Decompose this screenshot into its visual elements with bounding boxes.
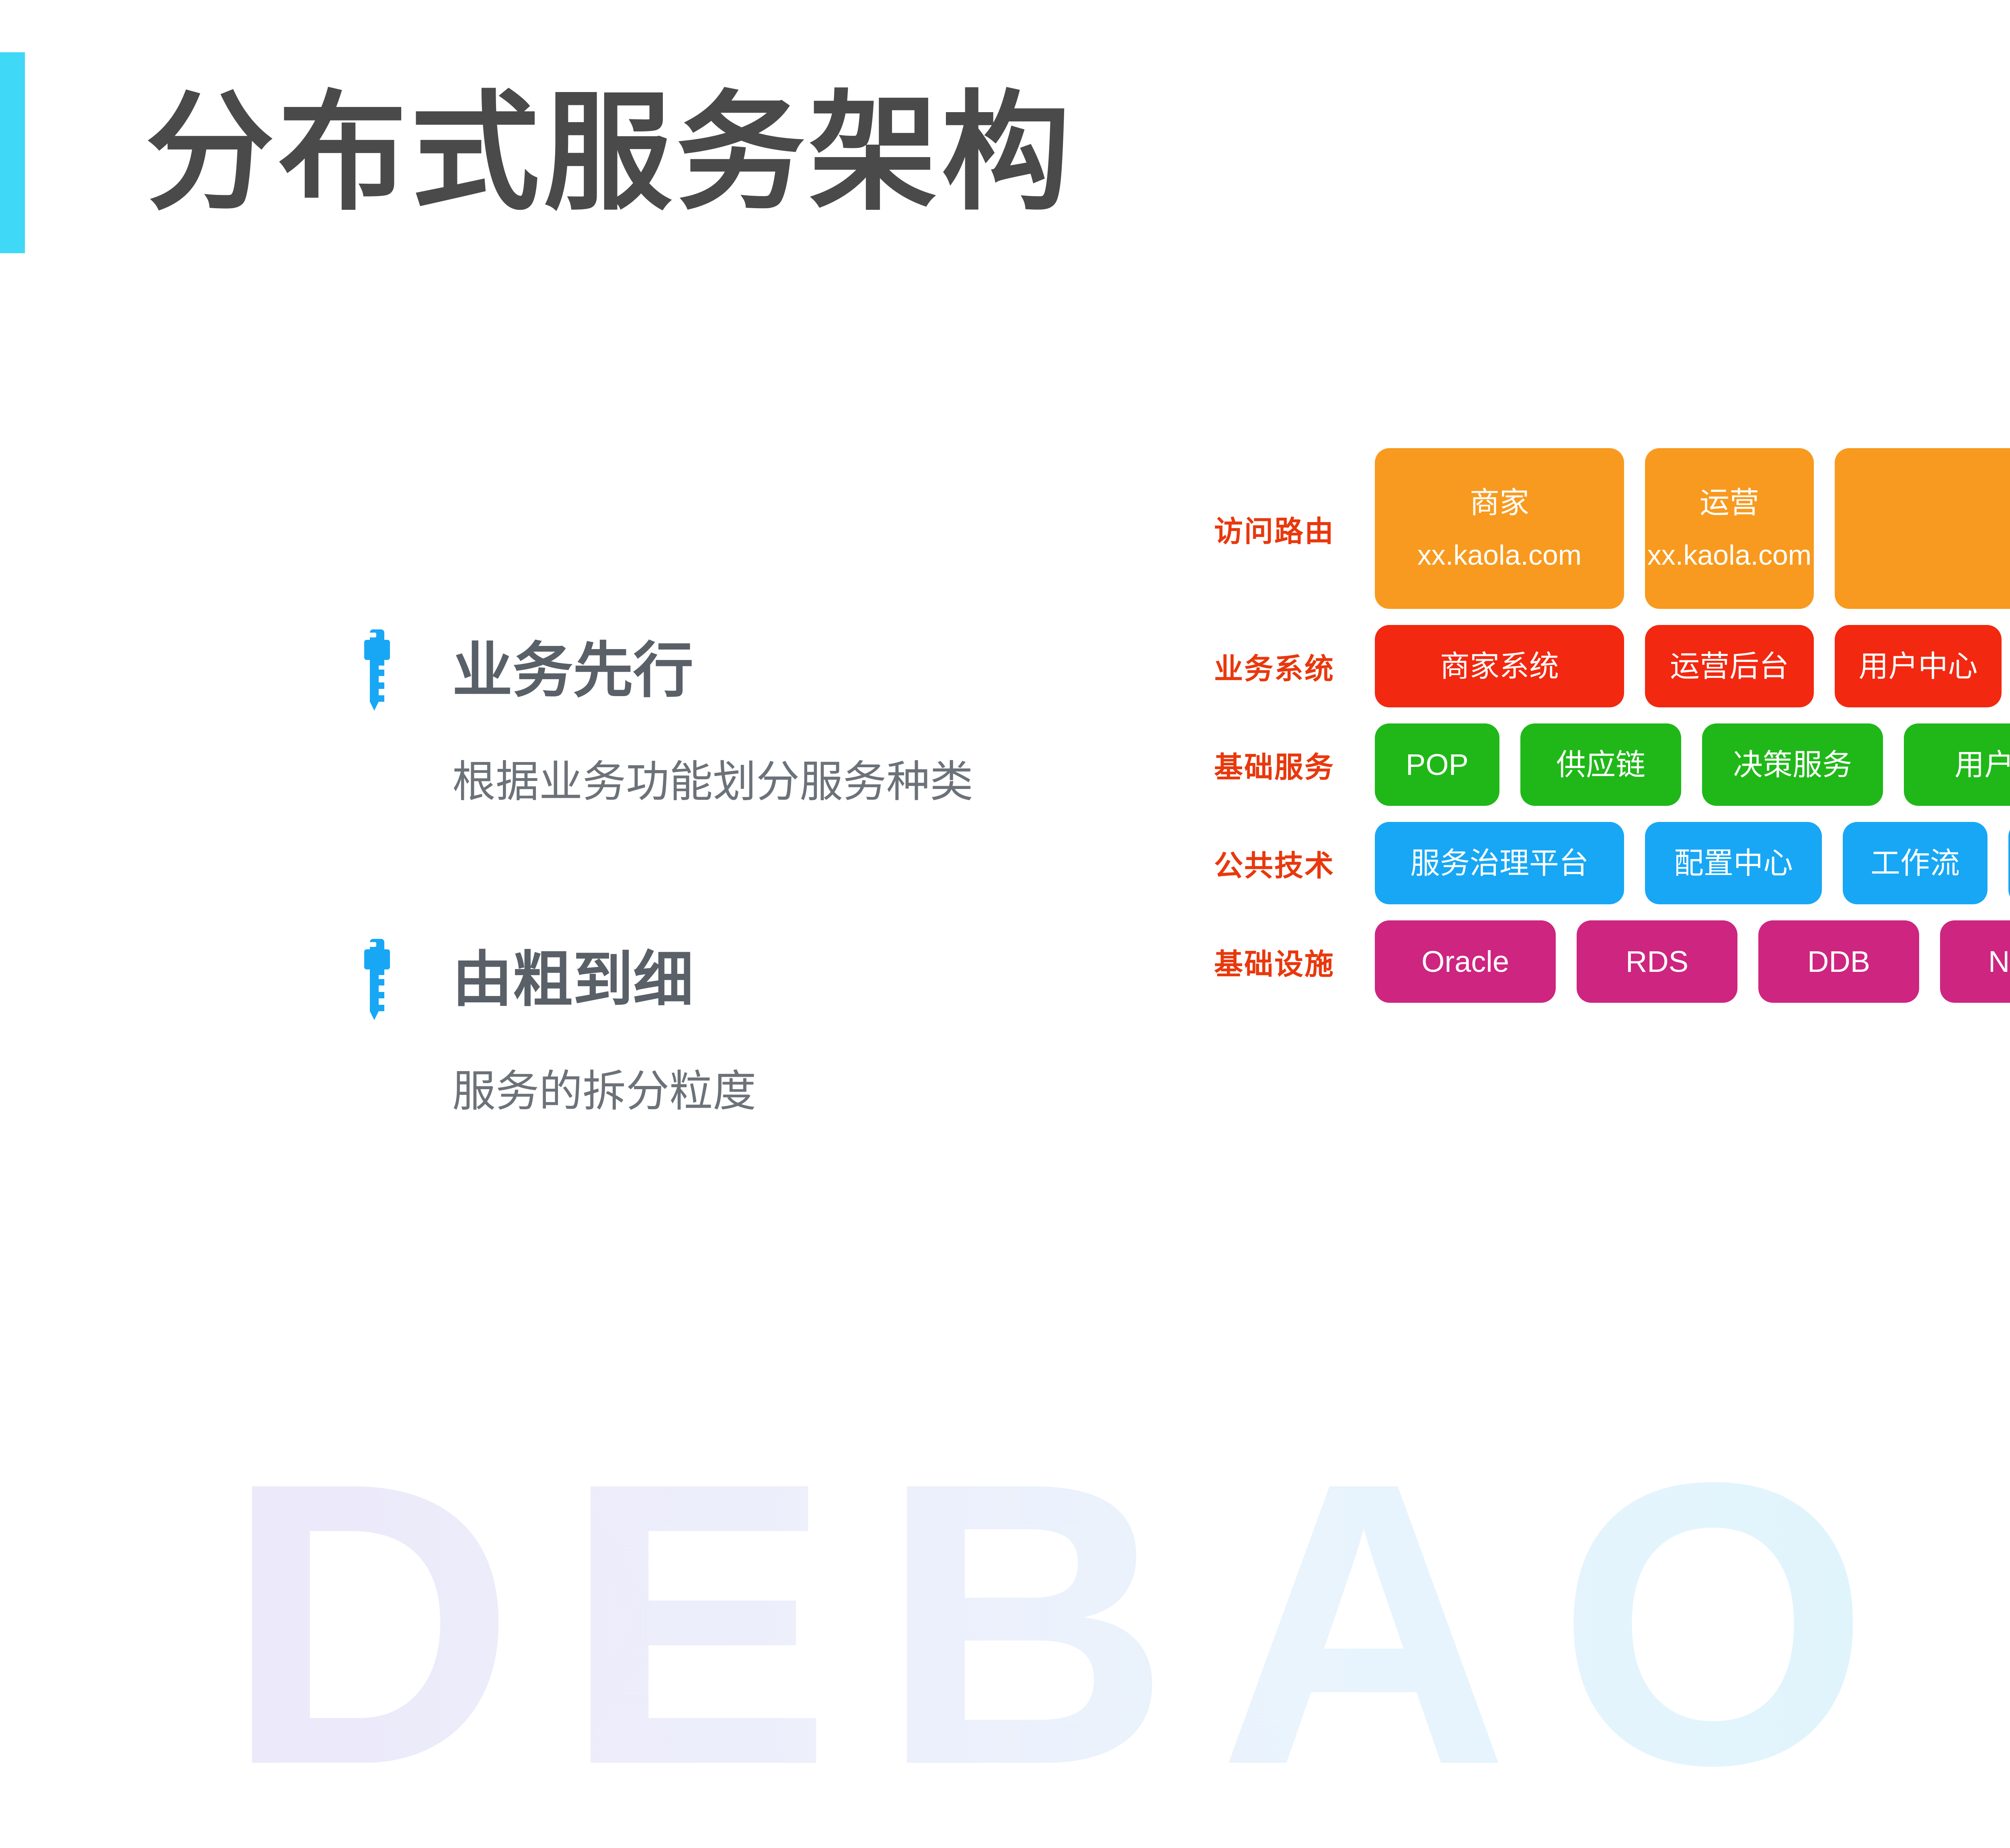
- architecture-box[interactable]: Oracle: [1375, 920, 1556, 1003]
- architecture-box-title: 商家系统: [1440, 649, 1559, 683]
- background-decorative-word: DEBAO: [225, 1399, 1918, 1848]
- architecture-box[interactable]: 用户: [1904, 723, 2010, 806]
- architecture-box[interactable]: 分布式事务: [2008, 822, 2010, 904]
- architecture-row: 业务系统商家系统运营后台用户中心商品中心订单中心……: [1214, 625, 2010, 707]
- architecture-diagram: 访问路由 商家 xx.kaola.com 运营 xx.kaola.com 用户xx.kao…: [1214, 448, 2010, 1019]
- key-point-desc: 根据业务功能划分服务种类: [452, 757, 974, 806]
- architecture-row-label: 基础服务: [1214, 752, 1335, 784]
- architecture-row: 基础服务POP供应链决策服务用户商品交易……: [1214, 723, 2010, 806]
- architecture-box[interactable]: 服务治理平台: [1375, 822, 1624, 904]
- architecture-box[interactable]: 商家系统: [1375, 625, 1624, 707]
- architecture-box-title: RDS: [1625, 944, 1689, 978]
- key-point-desc: 服务的拆分粒度: [452, 1066, 757, 1115]
- architecture-row-boxes: 服务治理平台配置中心工作流分布式事务分布式定时任务……: [1375, 822, 2010, 904]
- architecture-box[interactable]: NQS: [1940, 920, 2010, 1003]
- key-point-header: 业务先行: [354, 627, 1118, 713]
- architecture-box-title: 用户: [1955, 748, 2010, 781]
- architecture-row: 访问路由 商家 xx.kaola.com 运营 xx.kaola.com 用户xx.kao…: [1214, 448, 2010, 609]
- architecture-box[interactable]: 用户xx.kaola.com: [1835, 448, 2010, 609]
- architecture-box-title: POP: [1405, 748, 1469, 781]
- architecture-row-label: 基础设施: [1214, 949, 1335, 981]
- key-point-header: 由粗到细: [354, 936, 1118, 1023]
- key-point-title: 业务先行: [452, 636, 694, 704]
- architecture-box-title: 服务治理平台: [1410, 846, 1589, 880]
- key-icon: [354, 627, 390, 713]
- architecture-row-label: 业务系统: [1214, 653, 1335, 685]
- title-accent-bar: [0, 52, 25, 253]
- architecture-box[interactable]: 配置中心: [1645, 822, 1822, 904]
- architecture-row-label: 访问路由: [1214, 515, 1335, 548]
- architecture-box-subtitle: xx.kaola.com: [1417, 539, 1582, 571]
- architecture-box-title: 商家: [1470, 486, 1529, 520]
- architecture-box-title: 用户中心: [1858, 649, 1978, 683]
- architecture-row-boxes: 商家系统运营后台用户中心商品中心订单中心……: [1375, 625, 2010, 707]
- architecture-row-boxes: OracleRDSDDBNQSNCRZookeeper……: [1375, 920, 2010, 1003]
- architecture-row-label: 公共技术: [1214, 850, 1335, 882]
- architecture-box[interactable]: 运营 xx.kaola.com: [1645, 448, 1814, 609]
- key-point-title: 由粗到细: [452, 946, 694, 1014]
- architecture-box[interactable]: 供应链: [1520, 723, 1681, 806]
- architecture-box[interactable]: DDB: [1758, 920, 1919, 1003]
- architecture-box[interactable]: RDS: [1577, 920, 1737, 1003]
- title-block: 分布式服务架构: [0, 52, 1074, 253]
- architecture-box[interactable]: 运营后台: [1645, 625, 1814, 707]
- architecture-box-title: Oracle: [1421, 944, 1509, 978]
- architecture-box-title: NQS: [1988, 944, 2010, 978]
- architecture-box[interactable]: 工作流: [1843, 822, 1987, 904]
- architecture-box-title: 配置中心: [1674, 846, 1793, 880]
- architecture-row-boxes: POP供应链决策服务用户商品交易……: [1375, 723, 2010, 806]
- architecture-box-title: 决策服务: [1733, 748, 1852, 781]
- architecture-row: 基础设施OracleRDSDDBNQSNCRZookeeper……: [1214, 920, 2010, 1003]
- key-point-item: 业务先行根据业务功能划分服务种类: [354, 627, 1118, 808]
- key-point-item: 由粗到细服务的拆分粒度: [354, 936, 1118, 1117]
- architecture-box-title: DDB: [1807, 944, 1871, 978]
- architecture-row-boxes: 商家 xx.kaola.com 运营 xx.kaola.com 用户xx.kaola.c…: [1375, 448, 2010, 609]
- key-icon: [354, 936, 390, 1023]
- key-points-list: 业务先行根据业务功能划分服务种类由粗到细服务的拆分粒度: [354, 627, 1118, 1246]
- page-title: 分布式服务架构: [146, 81, 1074, 225]
- architecture-box-title: 运营: [1700, 486, 1759, 520]
- key-icon-svg: [363, 629, 390, 711]
- architecture-box[interactable]: 商家 xx.kaola.com: [1375, 448, 1624, 609]
- architecture-box-title: 供应链: [1556, 748, 1645, 781]
- architecture-box[interactable]: POP: [1375, 723, 1499, 806]
- architecture-box-title: 运营后台: [1670, 649, 1789, 683]
- key-icon-svg: [363, 938, 390, 1020]
- architecture-box-title: 工作流: [1871, 846, 1960, 880]
- architecture-box[interactable]: 决策服务: [1702, 723, 1883, 806]
- architecture-box[interactable]: 用户中心: [1835, 625, 2002, 707]
- architecture-row: 公共技术服务治理平台配置中心工作流分布式事务分布式定时任务……: [1214, 822, 2010, 904]
- architecture-box-subtitle: xx.kaola.com: [1647, 539, 1812, 571]
